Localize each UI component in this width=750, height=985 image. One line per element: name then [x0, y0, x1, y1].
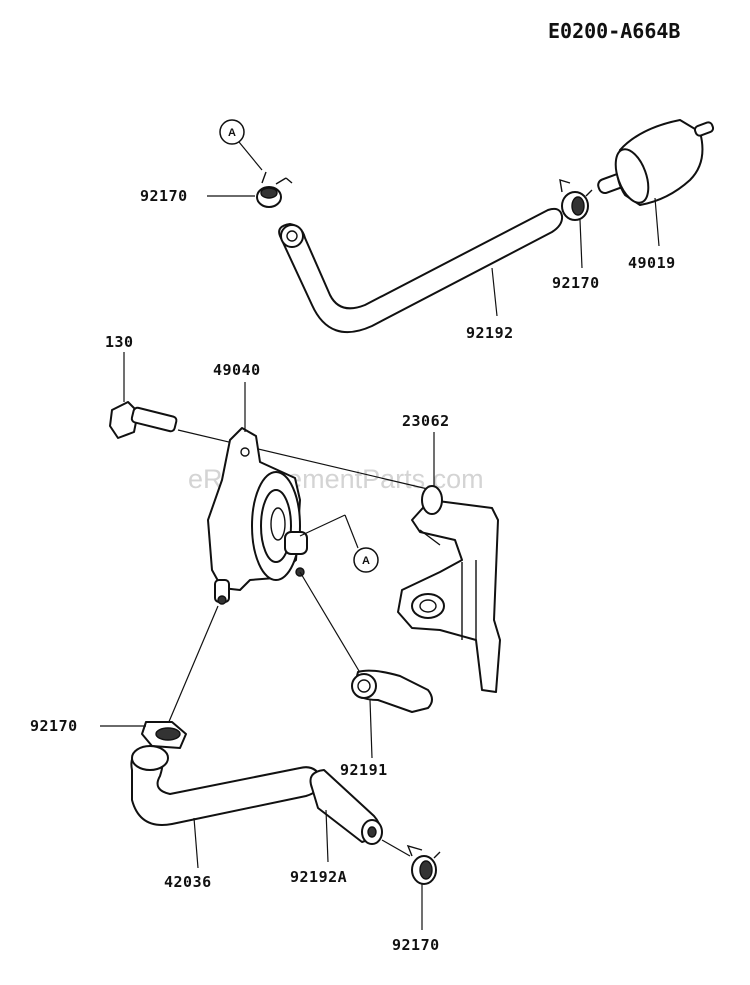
leader-hose-short: [369, 699, 373, 759]
fuel-filter: [597, 119, 715, 206]
label-hose-short: 92191: [340, 761, 388, 779]
leader-filter: [654, 197, 660, 247]
leader-hose-top: [491, 267, 498, 317]
label-bracket: 23062: [402, 412, 450, 430]
bracket: [397, 485, 501, 693]
label-clamp-mid-left: 92170: [30, 717, 78, 735]
label-hose-top: 92192: [466, 324, 514, 342]
pump-outlet-guide: [167, 605, 219, 725]
diagram-code: E0200-A664B: [548, 19, 680, 43]
leader-hose-lower: [193, 817, 199, 869]
fuel-pump: [207, 427, 308, 605]
label-clamp-bottom: 92170: [392, 936, 440, 954]
label-filter: 49019: [628, 254, 676, 272]
hose-short-guide: [299, 571, 363, 677]
callout-a-top-letter: A: [228, 127, 236, 139]
callout-a-top: A: [219, 119, 263, 171]
label-bolt: 130: [105, 333, 134, 351]
callout-a-middle-letter: A: [362, 555, 370, 567]
sleeve-clamp-guide: [381, 839, 411, 857]
callout-a-middle: A: [299, 514, 379, 573]
bolt: [109, 401, 178, 439]
clamp-mid-left: [141, 721, 187, 749]
label-clamp-top-left: 92170: [140, 187, 188, 205]
clamp-bottom: [406, 844, 441, 885]
label-hose-lower-sleeve: 92192A: [290, 868, 347, 886]
hose-short: [351, 669, 433, 713]
hose-top: [278, 207, 564, 334]
clamp-top-right: [559, 179, 593, 221]
hose-lower-sleeve: [309, 769, 383, 845]
label-pump: 49040: [213, 361, 261, 379]
label-hose-lower: 42036: [164, 873, 212, 891]
bolt-axis-line: [177, 429, 433, 491]
hose-lower: [130, 745, 323, 826]
label-clamp-top-right: 92170: [552, 274, 600, 292]
leader-clamp-top-right: [579, 219, 583, 269]
clamp-top-left: [256, 171, 293, 208]
leader-hose-lower-sleeve: [325, 809, 329, 863]
